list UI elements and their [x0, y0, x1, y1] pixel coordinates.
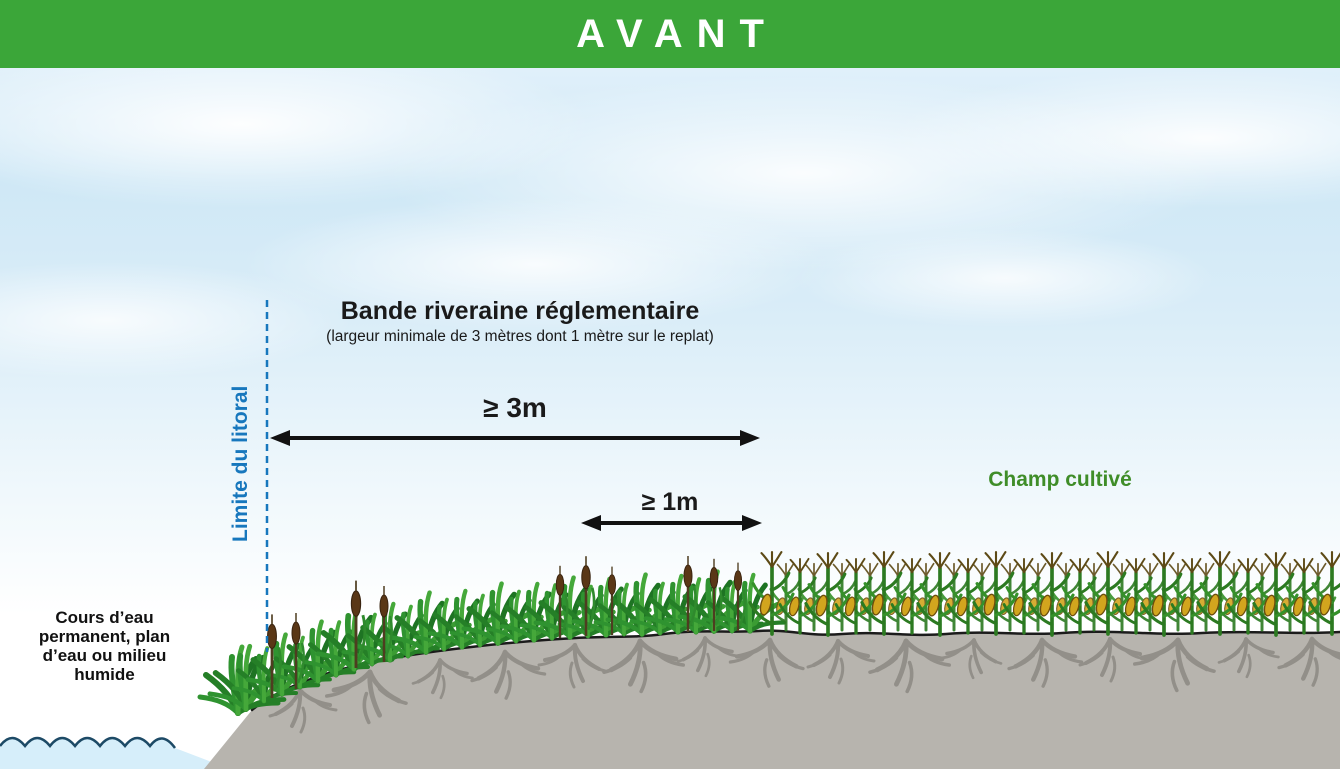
arrowhead-left-icon — [270, 430, 290, 446]
water-body-label-line: d’eau ou milieu — [42, 646, 167, 665]
arrowhead-right-icon — [742, 515, 762, 531]
water-body-label-line: humide — [74, 665, 135, 684]
band-subtitle: (largeur minimale de 3 mètres dont 1 mèt… — [326, 328, 714, 345]
littoral-limit-label: Limite du litoral — [229, 385, 252, 543]
band-title: Bande riveraine réglementaire — [340, 297, 700, 325]
arrowhead-right-icon — [740, 430, 760, 446]
water-body-label: Cours d’eau permanent, plan d’eau ou mil… — [22, 608, 187, 684]
measure-1m-label: ≥ 1m — [641, 488, 699, 516]
header-banner: AVANT — [0, 0, 1340, 68]
arrowhead-left-icon — [581, 515, 601, 531]
header-title: AVANT — [576, 11, 778, 56]
water — [0, 736, 230, 769]
measure-3m-label: ≥ 3m — [483, 392, 547, 423]
water-body-label-line: permanent, plan — [38, 627, 171, 646]
arrow-3m — [270, 430, 760, 446]
ground-fill — [204, 630, 1340, 769]
water-surface — [0, 738, 230, 769]
water-body-label-line: Cours d’eau — [55, 608, 154, 627]
arrow-1m — [581, 515, 762, 531]
corn-field — [748, 550, 1340, 637]
cultivated-field-label: Champ cultivé — [988, 468, 1132, 491]
wave-line — [0, 736, 177, 749]
